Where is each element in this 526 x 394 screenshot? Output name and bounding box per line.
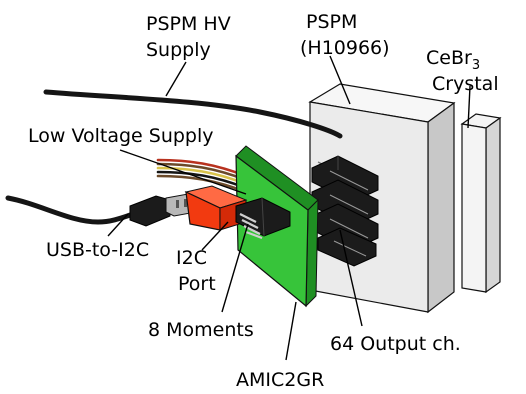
label-crystal-subscript: 3	[472, 58, 480, 73]
pspm-side-face	[427, 101, 455, 314]
label-crystal-base: CeBr	[426, 47, 472, 69]
crystal-front-face	[461, 123, 487, 293]
pspm-hv-supply-cable	[43, 89, 343, 139]
label-low-voltage-supply: Low Voltage Supply	[28, 125, 214, 147]
label-i2c-line2: Port	[178, 273, 216, 295]
usb-cable	[5, 195, 149, 225]
pspm-output-connectors	[311, 155, 379, 267]
label-crystal-line1: CeBr3	[426, 47, 480, 73]
leader-i2c	[201, 221, 229, 251]
header-pin-stripes	[329, 170, 369, 257]
low-voltage-ribbon-cable	[156, 158, 248, 194]
label-pspm-line2: (H10966)	[300, 37, 390, 59]
i2c-pins	[239, 213, 263, 240]
i2c-port-connector	[235, 197, 291, 240]
label-pspm-hv-supply-line1: PSPM HV	[146, 13, 231, 35]
label-crystal-line2: Crystal	[432, 73, 499, 95]
usb-plug	[129, 193, 197, 227]
leader-usb	[107, 213, 129, 237]
crystal-side-face	[485, 116, 501, 294]
label-pspm-hv-supply-line2: Supply	[146, 39, 211, 61]
leader-crystal	[467, 85, 471, 129]
leader-low-voltage	[119, 149, 247, 195]
label-amic2gr: AMIC2GR	[236, 369, 324, 391]
cebr3-crystal	[460, 113, 502, 294]
label-64-output-channels: 64 Output ch.	[330, 333, 461, 355]
label-pspm-line1: PSPM	[306, 11, 357, 33]
leader-amic	[285, 301, 297, 361]
leader-lines	[107, 55, 471, 361]
leader-moments	[221, 223, 249, 313]
leader-output	[339, 229, 363, 327]
leader-pspm	[329, 55, 351, 105]
usb-plug-body	[129, 195, 171, 227]
label-8-moments: 8 Moments	[148, 319, 254, 341]
label-i2c-line1: I2C	[176, 247, 207, 269]
leader-pspm-hv	[165, 61, 187, 97]
label-usb-to-i2c: USB-to-I2C	[46, 239, 149, 261]
